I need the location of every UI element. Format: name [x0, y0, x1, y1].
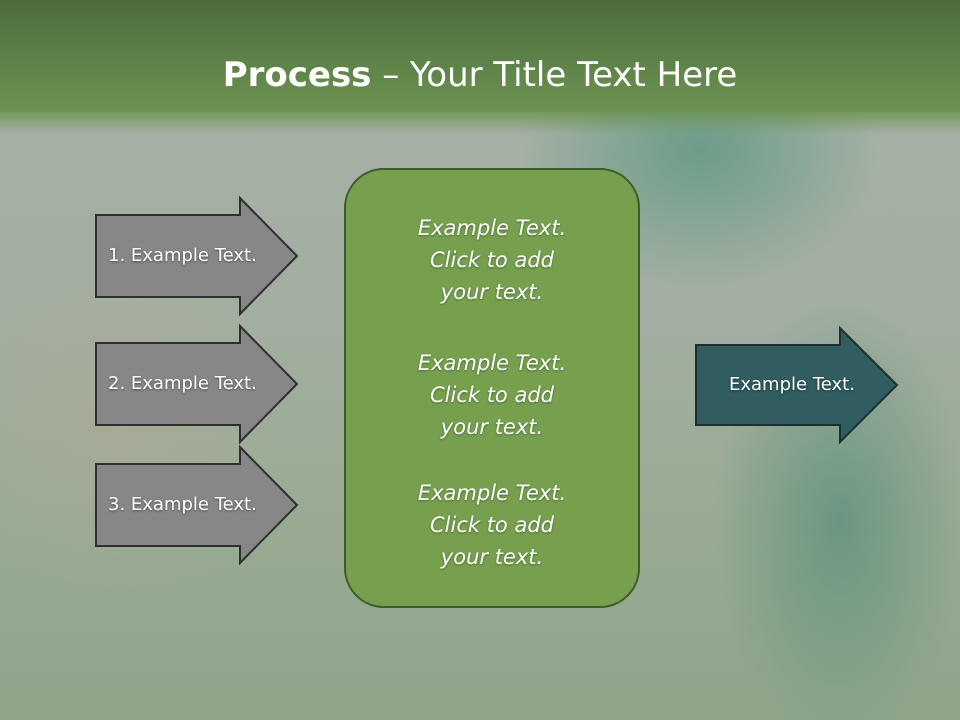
left-arrow-2[interactable] [95, 323, 299, 445]
slide-title-rest: – Your Title Text Here [371, 55, 738, 95]
center-text-block-2[interactable]: Example Text. Click to add your text. [344, 347, 640, 443]
left-arrow-1[interactable] [95, 195, 299, 317]
center-text-block-3[interactable]: Example Text. Click to add your text. [344, 477, 640, 573]
center-text-line: Example Text. [417, 481, 567, 505]
left-arrow-3[interactable] [95, 444, 299, 566]
center-text-line: your text. [440, 415, 544, 439]
center-text-block-1[interactable]: Example Text. Click to add your text. [344, 212, 640, 308]
center-text-line: your text. [440, 280, 544, 304]
center-text-line: your text. [440, 545, 544, 569]
center-text-box[interactable] [344, 168, 640, 608]
slide-title-bold: Process [222, 55, 372, 95]
center-text-line: Click to add [429, 248, 554, 272]
center-text-line: Click to add [429, 513, 554, 537]
right-arrow-label: Example Text. [729, 374, 855, 395]
center-text-line: Example Text. [417, 216, 567, 240]
left-arrow-3-label: 3. Example Text. [108, 494, 257, 515]
title-bar-fade [0, 112, 960, 134]
left-arrow-1-label: 1. Example Text. [108, 245, 257, 266]
center-text-line: Example Text. [417, 351, 567, 375]
title-bar [0, 0, 960, 112]
right-arrow[interactable] [695, 325, 899, 445]
left-arrow-2-label: 2. Example Text. [108, 373, 257, 394]
center-text-line: Click to add [429, 383, 554, 407]
slide-title[interactable]: Process – Your Title Text Here [0, 52, 960, 98]
